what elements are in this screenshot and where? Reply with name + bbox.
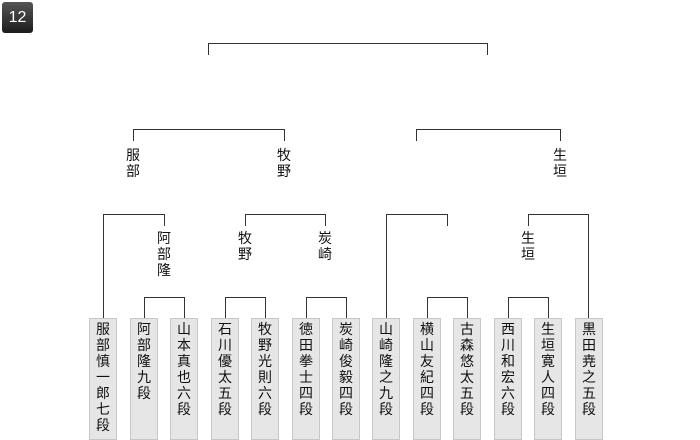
player-box: 石川優太五段 <box>211 318 239 440</box>
r3-label-sumizaki: 炭崎 <box>318 231 332 263</box>
player-box: 横山友紀四段 <box>413 318 441 440</box>
player-box: 古森悠太五段 <box>453 318 481 440</box>
r3-label-nishigaki: 生垣 <box>521 231 535 263</box>
r3-label-abe: 阿部隆 <box>157 231 171 279</box>
player-box: 西川和宏六段 <box>494 318 522 440</box>
player-name: 牧野光則六段 <box>258 322 272 418</box>
player-name: 黒田尭之五段 <box>582 322 596 418</box>
player-box: 山崎隆之九段 <box>372 318 400 440</box>
player-name: 古森悠太五段 <box>460 322 474 418</box>
player-box: 阿部 隆九段 <box>130 318 165 440</box>
player-name: 横山友紀四段 <box>420 322 434 418</box>
player-name: 服部慎一郎七段 <box>96 322 110 434</box>
player-box: 黒田尭之五段 <box>575 318 603 440</box>
player-name: 生垣寛人四段 <box>541 322 555 418</box>
player-box: 山本真也六段 <box>170 318 198 440</box>
player-box: 牧野光則六段 <box>251 318 279 440</box>
r2-label-makino: 牧野 <box>277 148 291 180</box>
player-name: 阿部 隆九段 <box>137 322 165 402</box>
player-name: 炭崎俊毅四段 <box>339 322 353 418</box>
r2-label-hattori: 服部 <box>126 148 140 180</box>
player-box: 炭崎俊毅四段 <box>332 318 360 440</box>
player-box: 徳田拳士四段 <box>292 318 320 440</box>
player-name: 西川和宏六段 <box>501 322 515 418</box>
player-name: 山崎隆之九段 <box>379 322 393 418</box>
player-box: 服部慎一郎七段 <box>89 318 117 440</box>
player-box: 生垣寛人四段 <box>534 318 562 440</box>
player-name: 山本真也六段 <box>177 322 191 418</box>
player-name: 徳田拳士四段 <box>299 322 313 418</box>
r3-label-makino: 牧野 <box>238 231 252 263</box>
r2-label-nishigaki: 生垣 <box>553 148 567 180</box>
round-badge: 12 <box>2 2 33 33</box>
player-name: 石川優太五段 <box>218 322 232 418</box>
